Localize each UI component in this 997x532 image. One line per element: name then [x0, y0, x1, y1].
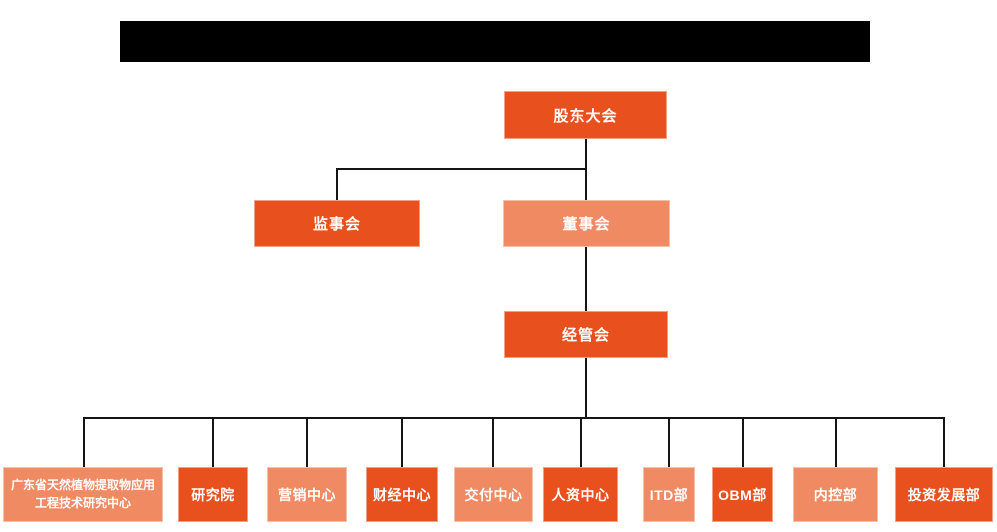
redacted-title-bar [120, 21, 870, 62]
connector-stub-internal-control-dept [835, 417, 837, 467]
node-shareholders-meeting: 股东大会 [504, 91, 667, 139]
connector-stub-hr-center [580, 417, 582, 467]
connector-stub-obm-dept [742, 417, 744, 467]
connector-level2-horizontal [336, 168, 587, 170]
node-management-committee: 经管会 [504, 311, 668, 358]
connector-stub-research-center [83, 417, 85, 467]
connector-to-supervisory-board [336, 168, 338, 200]
node-dept-finance-center: 财经中心 [366, 467, 438, 522]
node-board-of-directors: 董事会 [503, 200, 670, 247]
connector-departments-bus [83, 417, 945, 419]
connector-stub-delivery-center [492, 417, 494, 467]
node-dept-investment-development: 投资发展部 [895, 467, 993, 522]
node-dept-research-institute: 研究院 [178, 467, 248, 522]
node-dept-internal-control: 内控部 [793, 467, 878, 522]
connector-board-to-management [585, 247, 587, 311]
connector-stub-finance-center [401, 417, 403, 467]
node-dept-plant-extract-research-center: 广东省天然植物提取物应用工程技术研究中心 [3, 467, 163, 522]
connector-root-down [585, 139, 587, 169]
connector-stub-itd-dept [668, 417, 670, 467]
node-supervisory-board: 监事会 [254, 200, 420, 247]
connector-stub-investment-development-dept [943, 417, 945, 467]
connector-stub-research-institute [212, 417, 214, 467]
connector-to-board-of-directors [585, 168, 587, 200]
node-dept-itd: ITD部 [643, 467, 695, 522]
node-dept-hr-center: 人资中心 [543, 467, 618, 522]
node-dept-delivery-center: 交付中心 [454, 467, 533, 522]
connector-management-down [585, 358, 587, 418]
connector-stub-marketing-center [306, 417, 308, 467]
node-dept-obm: OBM部 [712, 467, 773, 522]
node-dept-marketing-center: 营销中心 [267, 467, 347, 522]
